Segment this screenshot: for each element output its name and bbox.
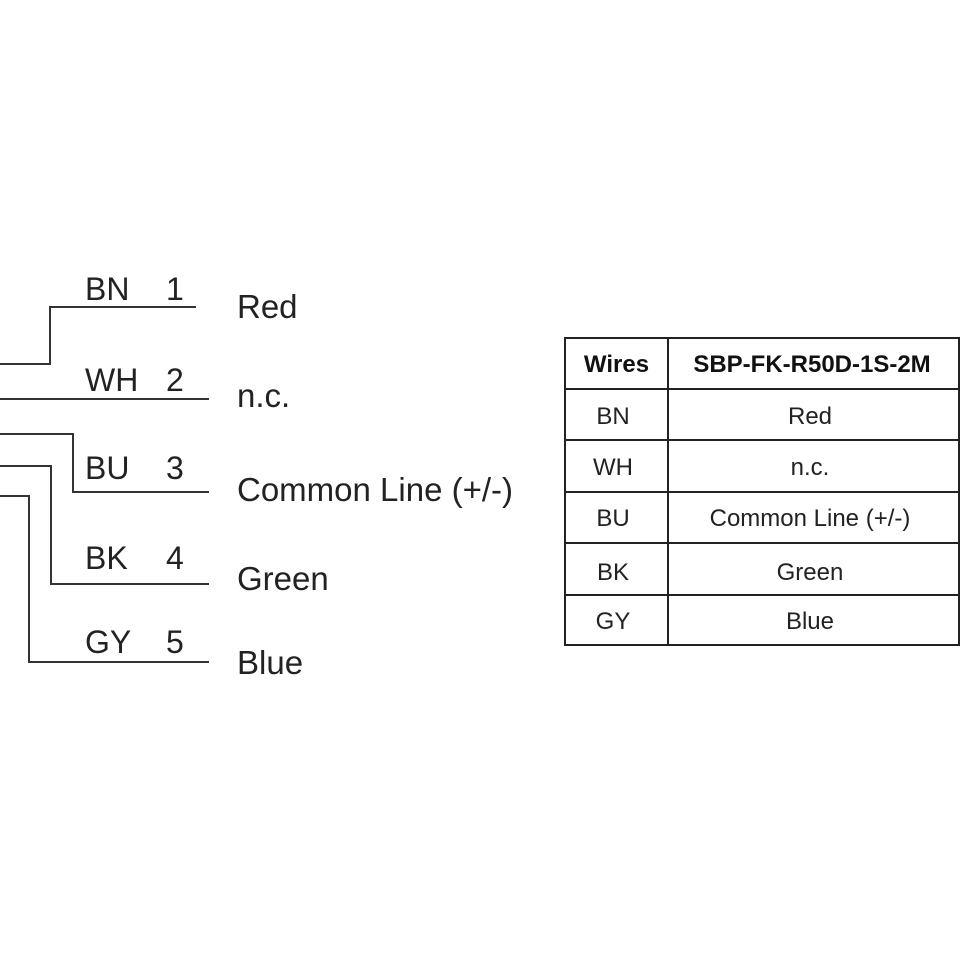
table-cell-function: Green [777, 559, 844, 586]
table-cell-wire: BN [596, 403, 629, 430]
pin-number-3: 3 [166, 450, 184, 486]
table-cell-wire: WH [593, 454, 633, 481]
table-header-wires: Wires [584, 351, 649, 378]
table-cell-function: Common Line (+/-) [710, 505, 911, 532]
wire-lead-bn [0, 306, 196, 365]
wire-lead-bu [0, 433, 209, 493]
table-cell-function: Red [788, 403, 832, 430]
pin-functions: Red n.c. Common Line (+/-) Green Blue [237, 288, 513, 681]
pin-code-bu: BU [85, 450, 129, 486]
table-cell-wire: GY [596, 608, 631, 635]
pin-number-4: 4 [166, 540, 184, 576]
pin-function-1: Red [237, 288, 298, 325]
pin-function-3: Common Line (+/-) [237, 471, 513, 508]
pin-code-bk: BK [85, 540, 128, 576]
pin-code-bn: BN [85, 271, 129, 307]
pin-function-4: Green [237, 560, 329, 597]
wire-lead-gy [0, 495, 209, 663]
pin-number-2: 2 [166, 362, 184, 398]
pin-code-gy: GY [85, 624, 131, 660]
table-cell-function: Blue [786, 608, 834, 635]
table-header-model: SBP-FK-R50D-1S-2M [693, 351, 930, 378]
table-cell-wire: BK [597, 559, 629, 586]
pin-labels: BN 1 WH 2 BU 3 BK 4 GY 5 [85, 271, 184, 660]
pin-number-5: 5 [166, 624, 184, 660]
wire-leads [0, 306, 209, 663]
pin-function-5: Blue [237, 644, 303, 681]
table-cell-wire: BU [596, 505, 629, 532]
pin-function-2: n.c. [237, 377, 290, 414]
table-cell-function: n.c. [791, 454, 830, 481]
wire-assignment-table: Wires SBP-FK-R50D-1S-2M BN Red WH n.c. B… [564, 337, 960, 646]
pin-code-wh: WH [85, 362, 138, 398]
wire-lead-bk [0, 465, 209, 585]
pin-number-1: 1 [166, 271, 184, 307]
